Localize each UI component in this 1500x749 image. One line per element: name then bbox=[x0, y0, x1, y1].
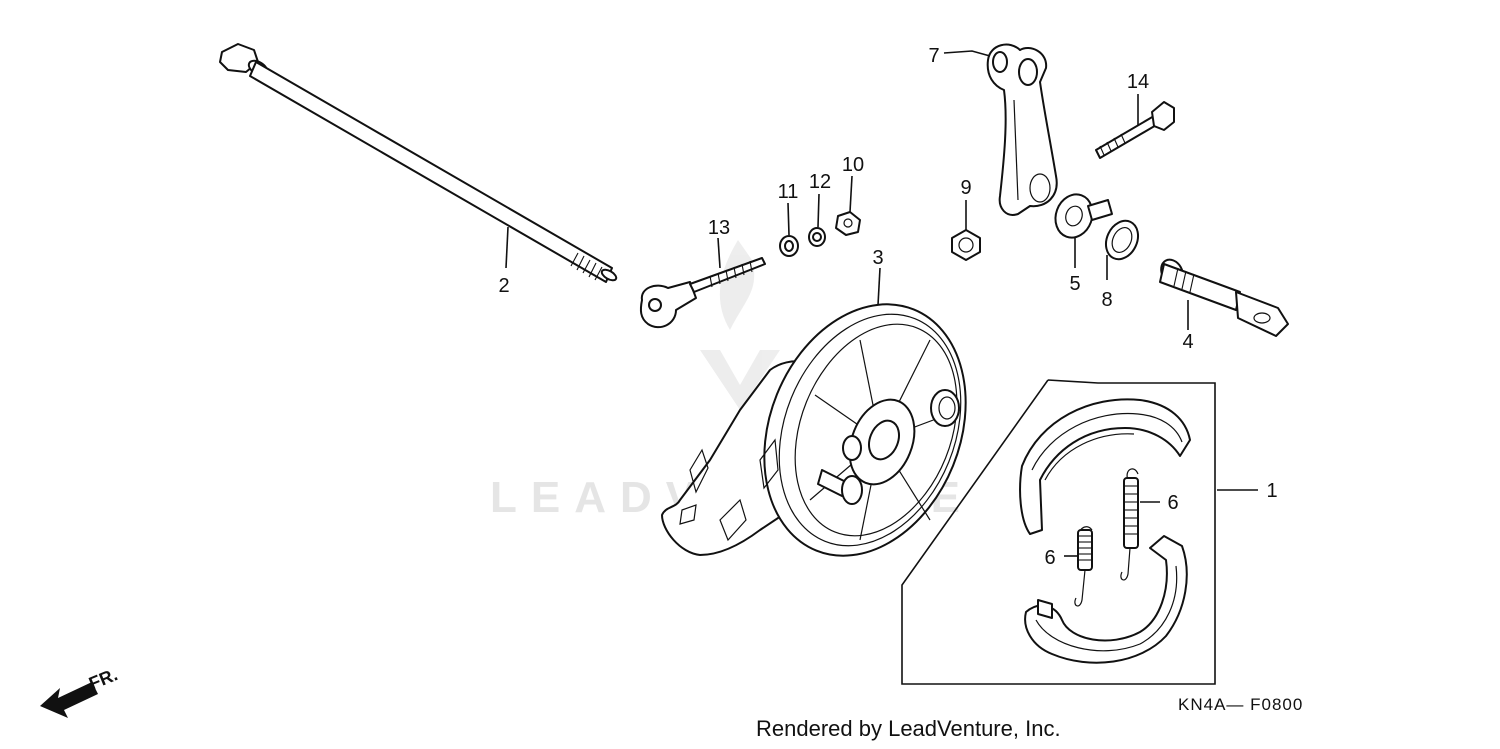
diagram-code: KN4A— F0800 bbox=[1178, 695, 1304, 714]
callout-3: 3 bbox=[872, 247, 883, 269]
callout-10: 10 bbox=[842, 154, 864, 176]
callout-4: 4 bbox=[1182, 331, 1193, 353]
callout-14: 14 bbox=[1127, 71, 1149, 93]
front-direction-arrow: FR. bbox=[40, 664, 120, 718]
brake-shoe-set-outline bbox=[901, 379, 1216, 685]
brake-cam[interactable] bbox=[1157, 256, 1289, 337]
nut-9[interactable] bbox=[951, 229, 981, 261]
callout-5: 5 bbox=[1069, 273, 1080, 295]
brake-panel[interactable] bbox=[661, 274, 1002, 586]
callout-7: 7 bbox=[928, 45, 939, 67]
wear-indicator-plate[interactable] bbox=[1050, 189, 1113, 243]
callout-6b: 6 bbox=[1044, 547, 1055, 569]
callout-8: 8 bbox=[1101, 289, 1112, 311]
front-indicator-label: FR. bbox=[86, 664, 120, 693]
brake-arm[interactable] bbox=[986, 43, 1058, 216]
callout-1: 1 bbox=[1266, 480, 1277, 502]
footer-credit: Rendered by LeadVenture, Inc. bbox=[756, 716, 1061, 741]
callout-6a: 6 bbox=[1167, 492, 1178, 514]
spring-washer-12[interactable] bbox=[808, 227, 826, 247]
washer-11[interactable] bbox=[779, 235, 799, 257]
brake-shoe-spring-a[interactable] bbox=[1074, 526, 1093, 607]
callout-2: 2 bbox=[498, 275, 509, 297]
callout-12: 12 bbox=[809, 171, 831, 193]
axle-bolt[interactable] bbox=[219, 43, 618, 283]
callout-13: 13 bbox=[708, 217, 730, 239]
bolt-14[interactable] bbox=[1095, 101, 1175, 159]
callout-9: 9 bbox=[960, 177, 971, 199]
callout-11: 11 bbox=[778, 181, 799, 203]
brake-shoe-lower[interactable] bbox=[1024, 535, 1188, 664]
brake-rod-eyelet[interactable] bbox=[639, 257, 766, 329]
brake-shoe-spring-b[interactable] bbox=[1120, 468, 1139, 581]
brake-shoe-upper[interactable] bbox=[1019, 398, 1191, 535]
dust-seal[interactable] bbox=[1100, 216, 1144, 265]
nut-10[interactable] bbox=[835, 211, 861, 236]
